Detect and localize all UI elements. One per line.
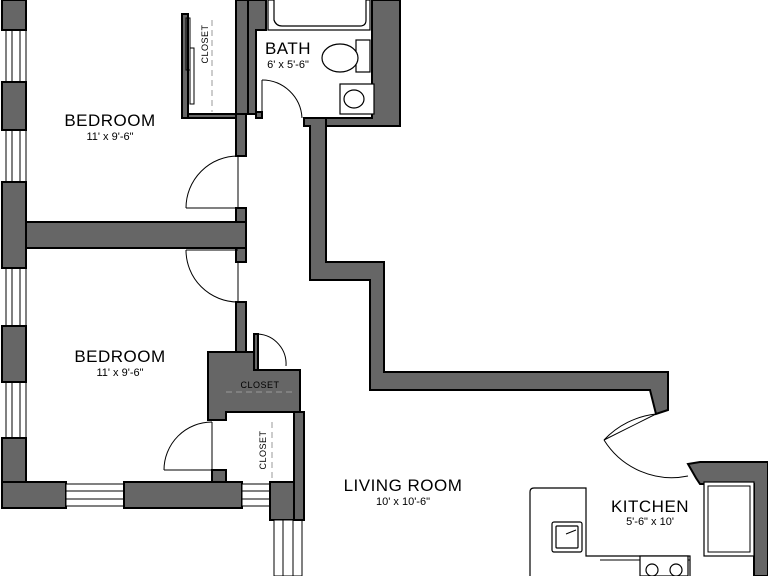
closet-label-middle: CLOSET xyxy=(240,380,279,390)
bottom-exterior-wall xyxy=(1,481,303,576)
window xyxy=(273,519,303,576)
wall-pier xyxy=(1,0,27,31)
bedroom-divider-wall xyxy=(25,207,247,263)
bath-sink xyxy=(339,83,375,115)
bath-dims: 6' x 5'-6" xyxy=(267,59,309,71)
bathtub xyxy=(267,0,371,31)
toilet xyxy=(321,39,371,73)
living-room-name: LIVING ROOM xyxy=(344,476,463,495)
bedroom-top-dims: 11' x 9'-6" xyxy=(86,131,133,143)
window xyxy=(241,483,271,507)
kitchen-name: KITCHEN xyxy=(611,497,689,516)
wall-pier xyxy=(1,81,27,131)
door-swings xyxy=(163,79,689,479)
stepped-partition-wall xyxy=(303,117,669,416)
bedroom-bottom-dims: 11' x 9'-6" xyxy=(96,367,143,379)
left-exterior-wall xyxy=(1,0,27,509)
window xyxy=(65,483,125,507)
bath-name: BATH xyxy=(265,39,311,58)
living-room-dims: 10' x 10'-6" xyxy=(376,496,430,508)
kitchen-walls xyxy=(686,461,768,576)
bedroom-bottom-name: BEDROOM xyxy=(74,347,165,366)
bedroom-top-name: BEDROOM xyxy=(64,111,155,130)
kitchen-sink xyxy=(551,521,583,553)
closet-label-top: CLOSET xyxy=(200,24,210,63)
closet-label-lower: CLOSET xyxy=(258,430,268,469)
refrigerator xyxy=(703,481,755,557)
stove xyxy=(639,555,689,576)
upper-interior-walls xyxy=(181,0,401,157)
kitchen-dims: 5'-6" x 10' xyxy=(626,516,674,528)
closet-sliding-doors[interactable] xyxy=(185,17,195,105)
wall-pier xyxy=(1,181,27,269)
wall-pier xyxy=(1,325,27,383)
